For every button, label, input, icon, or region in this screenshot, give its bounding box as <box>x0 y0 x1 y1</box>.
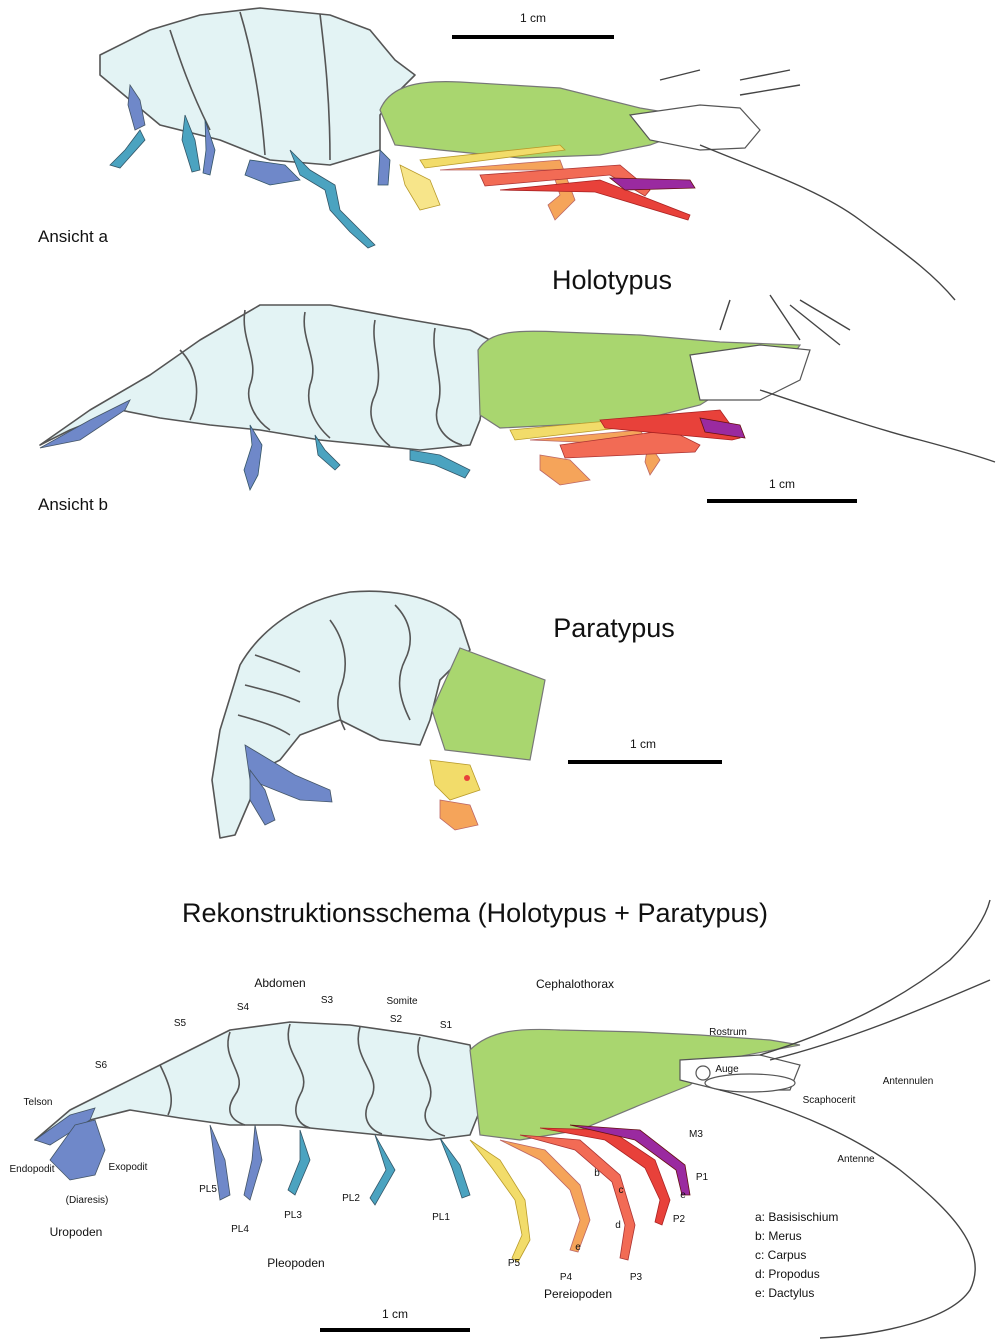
label-seg-c: c <box>619 1185 624 1196</box>
label-telson: Telson <box>24 1097 53 1108</box>
abdomen-b <box>40 305 490 450</box>
label-pl4: PL4 <box>231 1224 249 1235</box>
antenna-b <box>760 390 995 462</box>
label-ansicht-b: Ansicht b <box>38 495 108 514</box>
label-diaresis: (Diaresis) <box>66 1195 109 1206</box>
label-antennulen: Antennulen <box>883 1076 934 1087</box>
legend-item: b: Merus <box>755 1229 802 1243</box>
title-paratypus: Paratypus <box>553 613 675 643</box>
label-pleopoden: Pleopoden <box>267 1256 324 1270</box>
label-s3: S3 <box>321 995 334 1006</box>
p1-a <box>610 178 695 190</box>
label-p5: P5 <box>508 1258 521 1269</box>
legend-item: d: Propodus <box>755 1267 820 1281</box>
label-pereiopoden: Pereiopoden <box>544 1287 612 1301</box>
label-s5: S5 <box>174 1018 187 1029</box>
label-uropoden: Uropoden <box>50 1225 103 1239</box>
label-s6: S6 <box>95 1060 108 1071</box>
label-pl2: PL2 <box>342 1193 360 1204</box>
label-somite: Somite <box>386 996 418 1007</box>
paratypus-legs <box>430 760 480 800</box>
title-holotypus: Holotypus <box>552 265 672 295</box>
label-pl3: PL3 <box>284 1210 302 1221</box>
label-p3: P3 <box>630 1272 643 1283</box>
label-exopodit: Exopodit <box>109 1162 148 1173</box>
maxilliped-a <box>400 165 440 210</box>
pleopod-1 <box>440 1138 470 1198</box>
head-parts-b <box>690 345 810 400</box>
pleopod-2 <box>370 1135 395 1205</box>
label-seg-d: d <box>615 1220 621 1231</box>
label-s2: S2 <box>390 1014 403 1025</box>
uropod-b <box>40 400 130 448</box>
title-reconstruction: Rekonstruktionsschema (Holotypus + Parat… <box>182 898 768 928</box>
legend: a: Basisischium b: Merus c: Carpus d: Pr… <box>755 1210 838 1300</box>
legend-item: e: Dactylus <box>755 1286 814 1300</box>
label-cephalothorax: Cephalothorax <box>536 977 614 991</box>
label-seg-b: b <box>594 1168 600 1179</box>
eye-shape <box>696 1066 710 1080</box>
scale-label-reconstruction: 1 cm <box>382 1307 408 1321</box>
label-m3: M3 <box>689 1129 703 1140</box>
label-auge: Auge <box>715 1064 739 1075</box>
scale-label-paratypus: 1 cm <box>630 737 656 751</box>
label-ansicht-a: Ansicht a <box>38 227 108 246</box>
label-abdomen: Abdomen <box>254 976 305 990</box>
label-p1: P1 <box>696 1172 709 1183</box>
label-seg-e: e <box>575 1242 581 1253</box>
legend-item: a: Basisischium <box>755 1210 838 1224</box>
label-rostrum: Rostrum <box>709 1027 747 1038</box>
label-s4: S4 <box>237 1002 250 1013</box>
holotypus-view-a: Ansicht a 1 cm <box>38 8 955 300</box>
antenna-a <box>700 145 955 300</box>
label-endopodit: Endopodit <box>9 1164 54 1175</box>
reconstruction-abdomen <box>35 1022 480 1140</box>
legend-item: c: Carpus <box>755 1248 806 1262</box>
label-scaphocerit: Scaphocerit <box>803 1095 856 1106</box>
scale-label-b: 1 cm <box>769 477 795 491</box>
reconstruction-diagram: Abdomen Cephalothorax Somite S1 S2 S3 S4… <box>9 900 990 1338</box>
pleopod-3 <box>288 1130 310 1195</box>
label-pl1: PL1 <box>432 1212 450 1223</box>
scale-label-a: 1 cm <box>520 11 546 25</box>
antennule-lines <box>760 900 990 1060</box>
pleopod-4 <box>244 1125 262 1200</box>
pereiopod-5 <box>470 1140 530 1262</box>
label-pl5: PL5 <box>199 1184 217 1195</box>
holotypus-view-b: Ansicht b 1 cm <box>38 295 995 514</box>
scaphocerit-shape <box>705 1074 795 1092</box>
label-s1: S1 <box>440 1020 453 1031</box>
label-seg-e2: e <box>680 1190 686 1201</box>
label-p2: P2 <box>673 1214 686 1225</box>
label-antenne: Antenne <box>837 1154 875 1165</box>
label-p4: P4 <box>560 1272 573 1283</box>
pleopods-b <box>244 425 262 490</box>
telson-a <box>110 130 145 168</box>
